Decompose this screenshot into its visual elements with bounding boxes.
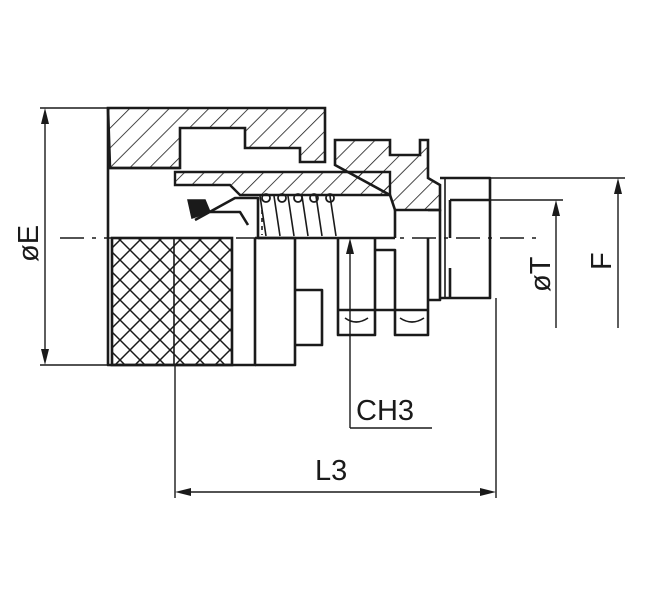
seal [187, 199, 212, 219]
label-l3: L3 [315, 455, 347, 487]
dimension-dia-t: øT [490, 199, 563, 328]
dimension-f: F [490, 177, 625, 328]
label-ch3: CH3 [356, 395, 414, 427]
hex-nut [336, 208, 442, 337]
hex-top-hatch [333, 138, 442, 212]
sleeve-section-hatch [106, 106, 327, 170]
dimension-l3: L3 [174, 298, 497, 498]
knurled-grip [110, 236, 234, 367]
sleeve [106, 106, 327, 367]
label-dia-t: øT [525, 256, 557, 292]
spring [259, 193, 337, 237]
label-dia-e: øE [13, 225, 45, 262]
dimension-dia-e: øE [13, 107, 108, 366]
valve-section [173, 170, 395, 240]
dimension-ch3: CH3 [346, 238, 432, 429]
label-f: F [586, 252, 618, 270]
hex-body [333, 138, 442, 337]
